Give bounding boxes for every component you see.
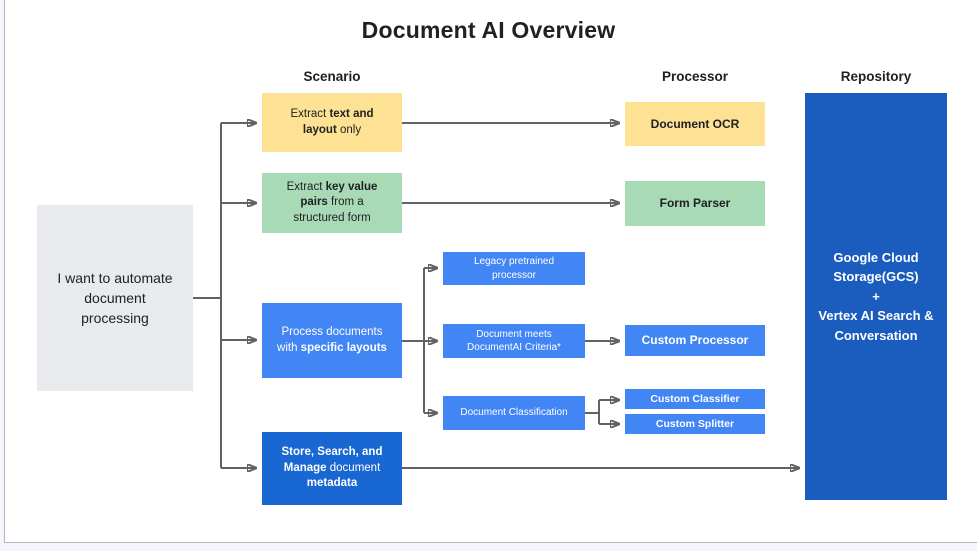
option-document-classification: Document Classification [443, 396, 585, 430]
processor-custom-classifier-label: Custom Classifier [650, 392, 740, 405]
option-documentai-criteria: Document meets DocumentAI Criteria* [443, 324, 585, 358]
repository-line-vertex: Vertex AI Search & Conversation [818, 308, 934, 343]
scenario-specific-layouts: Process documents with specific layouts [262, 303, 402, 378]
processor-custom-classifier: Custom Classifier [625, 389, 765, 409]
repository-line-plus: + [872, 288, 880, 304]
processor-custom-processor-label: Custom Processor [641, 333, 749, 348]
diagram-title: Document AI Overview [361, 17, 616, 43]
scenario-store-search-manage: Store, Search, and Manage document metad… [262, 432, 402, 505]
processor-document-ocr-label: Document OCR [650, 116, 740, 131]
option-legacy-label: Legacy pretrained processor [473, 256, 555, 281]
root-box-label: I want to automate document processing [57, 269, 173, 327]
processor-form-parser: Form Parser [625, 181, 765, 226]
column-header-processor: Processor [661, 69, 729, 84]
option-legacy-pretrained-processor: Legacy pretrained processor [443, 252, 585, 285]
scenario-specific-layouts-label: Process documents with specific layouts [277, 325, 387, 354]
scenario-extract-key-value-label: Extract key value pairs from a structure… [286, 180, 378, 224]
option-classification-label: Document Classification [460, 407, 568, 419]
processor-form-parser-label: Form Parser [659, 196, 731, 211]
column-header-scenario: Scenario [303, 69, 361, 84]
processor-custom-splitter: Custom Splitter [625, 414, 765, 434]
column-header-repository: Repository [840, 69, 912, 84]
scenario-store-search-manage-label: Store, Search, and Manage document metad… [281, 446, 383, 490]
root-box: I want to automate document processing [37, 205, 193, 391]
repository-box: Google Cloud Storage(GCS) + Vertex AI Se… [805, 93, 947, 500]
option-criteria-label: Document meets DocumentAI Criteria* [467, 328, 561, 354]
scenario-extract-text-layout-label: Extract text and layout only [290, 107, 374, 136]
repository-line-storage: Google Cloud Storage(GCS) [833, 249, 919, 285]
processor-document-ocr: Document OCR [625, 102, 765, 146]
processor-custom-processor: Custom Processor [625, 325, 765, 356]
processor-custom-splitter-label: Custom Splitter [655, 417, 735, 430]
scenario-extract-text-layout: Extract text and layout only [262, 93, 402, 152]
scenario-extract-key-value: Extract key value pairs from a structure… [262, 173, 402, 233]
